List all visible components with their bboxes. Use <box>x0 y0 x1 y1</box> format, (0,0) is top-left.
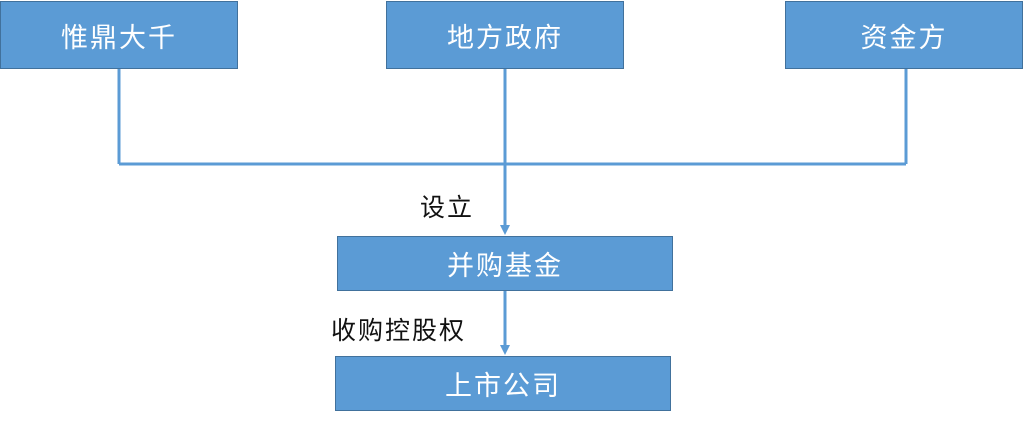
node-ma-fund-label: 并购基金 <box>447 251 563 282</box>
node-local-government: 地方政府 <box>386 1 624 69</box>
node-local-government-label: 地方政府 <box>447 22 563 54</box>
node-listed-company-label: 上市公司 <box>445 371 561 402</box>
edge-label-setup: 设立 <box>420 193 475 222</box>
edge-label-acquire: 收购控股权 <box>331 316 467 345</box>
node-capital-provider: 资金方 <box>785 1 1023 69</box>
node-weiding-label: 惟鼎大千 <box>61 22 177 54</box>
node-ma-fund: 并购基金 <box>337 236 673 291</box>
node-weiding: 惟鼎大千 <box>0 1 238 69</box>
node-listed-company: 上市公司 <box>335 356 671 411</box>
node-capital-provider-label: 资金方 <box>860 22 948 54</box>
